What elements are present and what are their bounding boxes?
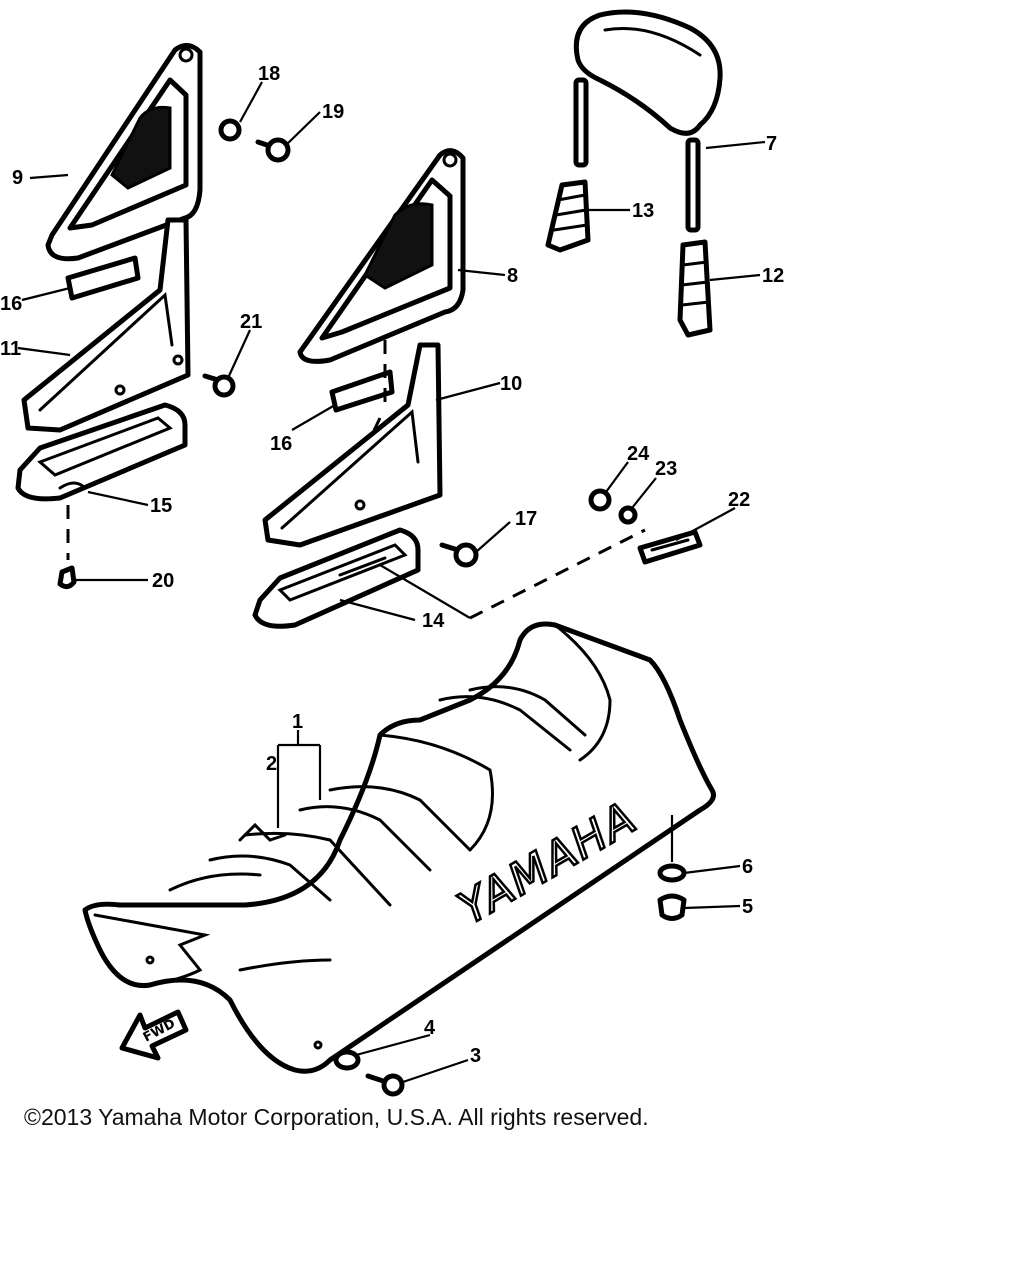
label-3: 3 xyxy=(470,1045,481,1067)
part-9-left-armrest xyxy=(45,43,203,262)
part-16-left-plate xyxy=(65,255,141,301)
label-18: 18 xyxy=(258,63,280,85)
label-10: 10 xyxy=(500,373,522,395)
part-10-right-bracket xyxy=(262,340,443,548)
label-21: 21 xyxy=(240,311,262,333)
part-7-backrest xyxy=(573,9,723,233)
label-7: 7 xyxy=(766,133,777,155)
part-1-seat: YAMAHA xyxy=(82,621,716,1074)
part-23-washer xyxy=(618,505,638,525)
part-19-bolt xyxy=(255,137,291,163)
part-number-labels: 9 16 11 15 20 18 19 21 8 16 10 17 14 24 … xyxy=(0,63,784,1067)
label-17: 17 xyxy=(515,508,537,530)
part-5-grommet xyxy=(657,893,687,921)
label-4: 4 xyxy=(424,1017,436,1039)
part-11-left-bracket xyxy=(21,217,191,433)
part-4-washer xyxy=(333,1049,361,1071)
label-6: 6 xyxy=(742,856,753,878)
part-24-nut xyxy=(588,488,612,512)
leader-lines xyxy=(17,81,766,1085)
part-16-right-plate xyxy=(329,369,395,413)
part-12-boot xyxy=(677,239,713,338)
label-8: 8 xyxy=(507,265,518,287)
part-20-screw xyxy=(57,505,77,590)
part-21-bolt xyxy=(202,373,236,398)
label-13: 13 xyxy=(632,200,654,222)
part-6-washer xyxy=(657,863,687,883)
label-12: 12 xyxy=(762,265,784,287)
part-22-emblem xyxy=(637,529,703,565)
label-9: 9 xyxy=(12,167,23,189)
exploded-parts-diagram: YAMAHA FWD xyxy=(0,9,784,1097)
label-23: 23 xyxy=(655,458,677,480)
label-11: 11 xyxy=(0,338,21,360)
fwd-arrow-icon: FWD xyxy=(119,1009,189,1061)
label-24: 24 xyxy=(627,443,650,465)
label-2: 2 xyxy=(266,753,277,775)
part-8-right-armrest xyxy=(297,148,466,364)
part-17-bolt xyxy=(439,542,479,568)
part-13-boot xyxy=(545,179,591,253)
label-16-left: 16 xyxy=(0,293,22,315)
label-22: 22 xyxy=(728,489,750,511)
label-15: 15 xyxy=(150,495,172,517)
label-14: 14 xyxy=(422,610,445,632)
part-14-right-armrest-base xyxy=(252,527,421,629)
part-18-nut xyxy=(218,118,242,142)
label-19: 19 xyxy=(322,101,344,123)
part-15-left-armrest-base xyxy=(15,402,188,502)
copyright-notice: ©2013 Yamaha Motor Corporation, U.S.A. A… xyxy=(24,1104,649,1130)
label-16-right: 16 xyxy=(270,433,292,455)
label-20: 20 xyxy=(152,570,174,592)
part-3-bolt xyxy=(365,1073,405,1097)
label-5: 5 xyxy=(742,896,753,918)
label-1: 1 xyxy=(292,711,303,733)
